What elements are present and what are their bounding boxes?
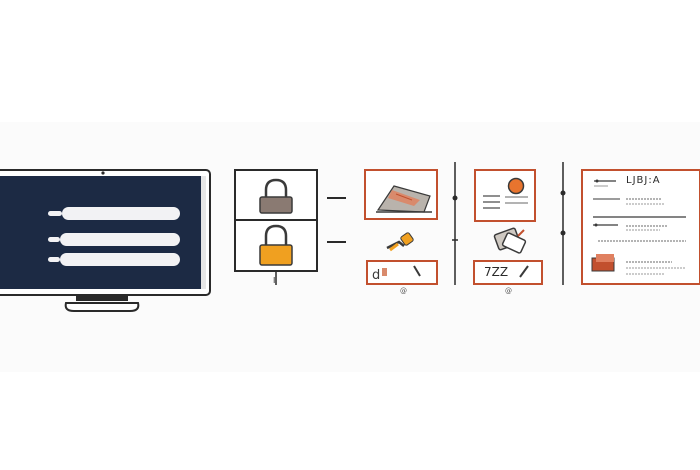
key-icon — [386, 232, 414, 252]
card-icon — [493, 227, 527, 254]
lock-open-icon — [259, 224, 293, 266]
step2-top-card — [474, 169, 536, 222]
lock-closed-icon — [259, 178, 293, 214]
monitor-neck — [76, 295, 128, 301]
timeline-2 — [560, 162, 566, 285]
monitor-icon — [0, 169, 211, 312]
screen-bar — [60, 253, 180, 266]
step2-marker: @ — [400, 287, 407, 295]
lock-panel — [234, 169, 318, 285]
profile-icon — [507, 177, 525, 195]
monitor-screen — [0, 176, 201, 289]
house-icon — [376, 185, 432, 213]
pen-icon — [413, 265, 421, 277]
step3-code-label: 7ZZ — [484, 265, 509, 279]
document-header: LJBJ:A — [626, 175, 661, 186]
document-card — [581, 169, 700, 285]
monitor-stand — [64, 302, 140, 312]
step3-marker: @ — [505, 287, 512, 295]
connector-mark: I — [273, 276, 276, 285]
step1-top-card — [364, 169, 438, 220]
screen-bar — [62, 207, 180, 220]
timeline-1 — [452, 162, 458, 285]
step2-bottom-card — [473, 260, 543, 285]
screen-bar — [60, 233, 180, 246]
pen-icon — [519, 265, 529, 278]
svg-text:d: d — [372, 268, 380, 283]
step1-bottom-card: d — [366, 260, 438, 285]
